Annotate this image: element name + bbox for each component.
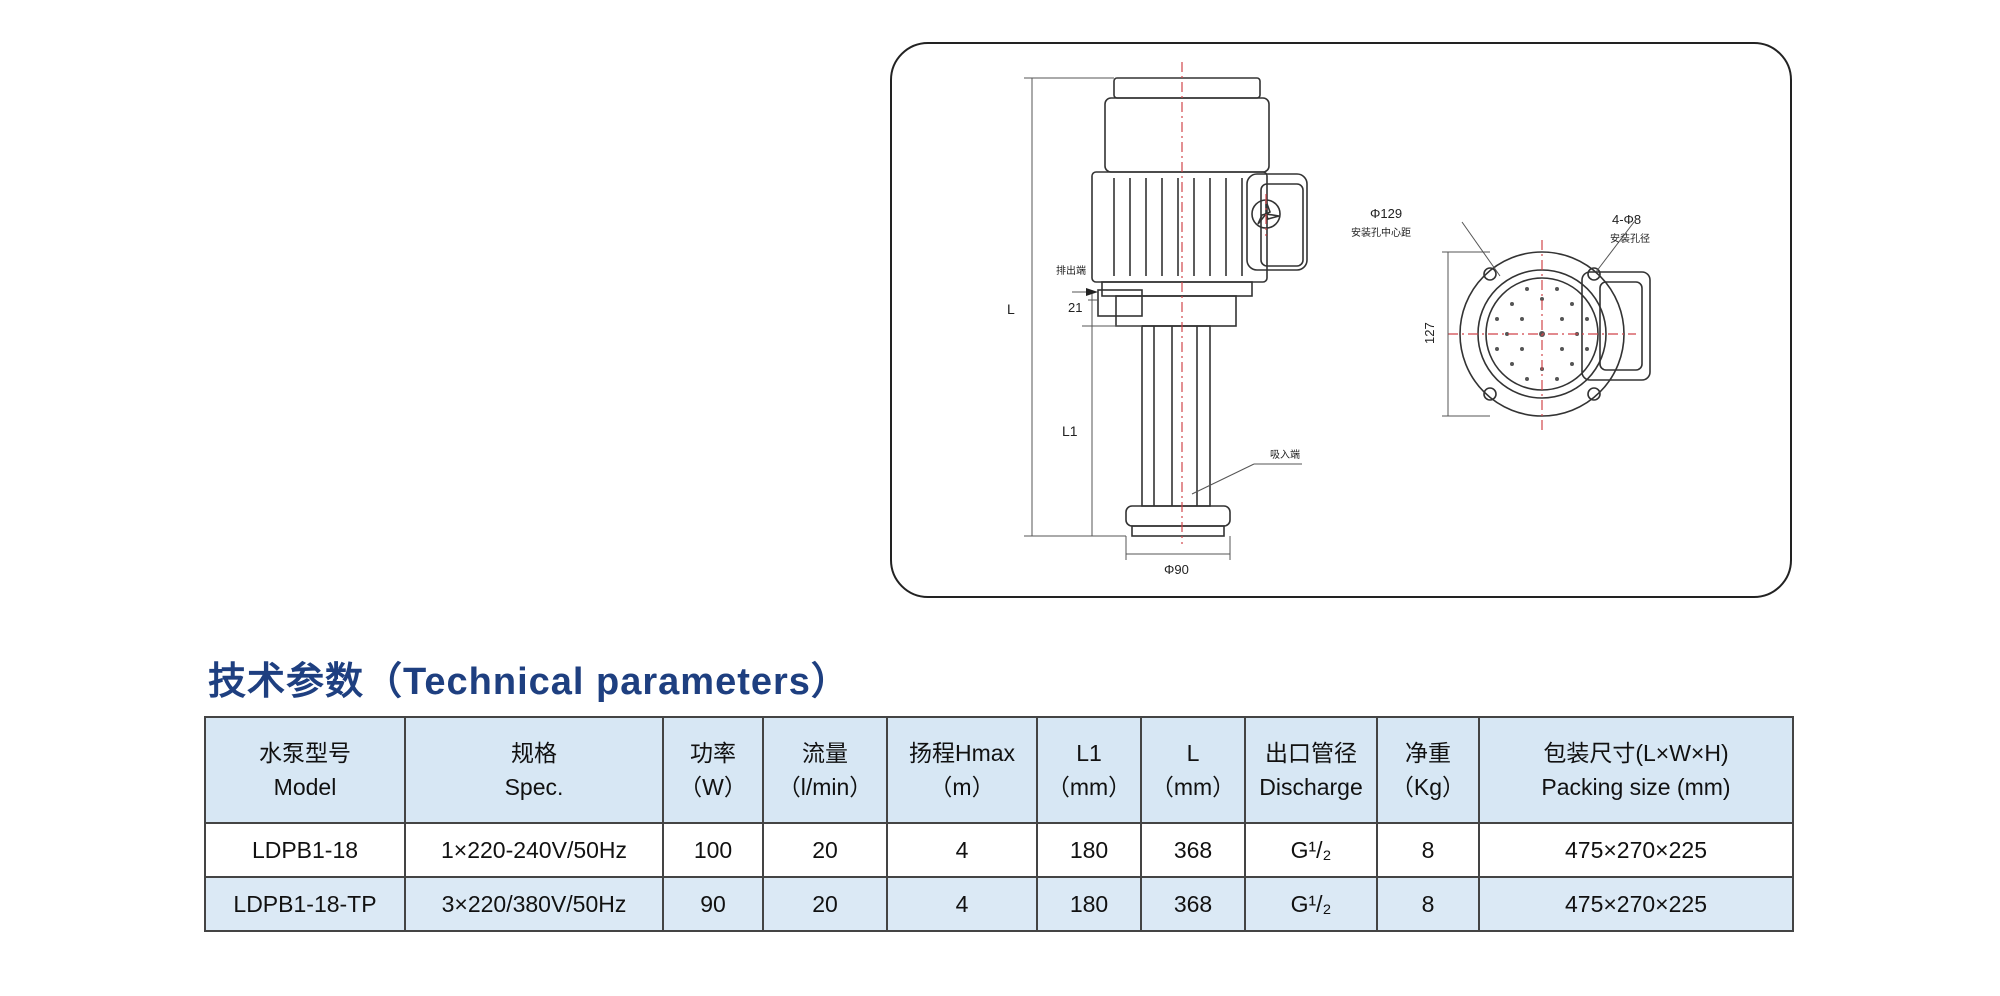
cell-weight: 8	[1376, 822, 1480, 878]
cell-model: LDPB1-18-TP	[204, 876, 406, 932]
col-header-weight: 净重（Kg）	[1376, 716, 1480, 824]
cell-model: LDPB1-18	[204, 822, 406, 878]
section-title: 技术参数（Technical parameters）	[208, 661, 850, 703]
dim-label-L: L	[1007, 301, 1015, 317]
dim-label-21: 21	[1068, 300, 1082, 315]
col-header-flow: 流量（l/min）	[762, 716, 888, 824]
col-header-packing: 包装尺寸(L×W×H)Packing size (mm)	[1478, 716, 1794, 824]
discharge-label: 排出端	[1056, 264, 1086, 277]
dim-label-holes: 4-Φ8	[1612, 212, 1641, 227]
suction-label: 吸入端	[1270, 448, 1300, 461]
technical-drawing-panel: L L1 21 排出端 吸入端 Φ90 Φ129 安装孔中心距 4-Φ8 安装孔…	[890, 42, 1792, 598]
discharge-arrow	[1086, 288, 1098, 296]
cell-spec: 1×220-240V/50Hz	[404, 822, 664, 878]
cell-weight: 8	[1376, 876, 1480, 932]
cell-power: 90	[662, 876, 764, 932]
cell-l: 368	[1140, 876, 1246, 932]
pump-drawing: L L1 21 排出端 吸入端 Φ90 Φ129 安装孔中心距 4-Φ8 安装孔…	[1007, 62, 1651, 577]
cell-l1: 180	[1036, 876, 1142, 932]
col-header-l: L（mm）	[1140, 716, 1246, 824]
cell-l1: 180	[1036, 822, 1142, 878]
cell-l: 368	[1140, 822, 1246, 878]
cell-head: 4	[886, 876, 1038, 932]
top-view-terminal-box	[1581, 271, 1651, 381]
table-row: LDPB1-18-TP 3×220/380V/50Hz 90 20 4 180 …	[204, 876, 1794, 932]
discharge-outlet	[1097, 289, 1143, 317]
dim-label-phi90: Φ90	[1164, 562, 1189, 577]
mounting-flange	[1101, 281, 1253, 297]
dim-label-L1: L1	[1062, 423, 1078, 439]
cell-discharge: G¹/₂	[1244, 822, 1378, 878]
pump-column	[1141, 325, 1211, 507]
cell-head: 4	[886, 822, 1038, 878]
dimension-lines	[1024, 77, 1635, 560]
holes-note: 安装孔径	[1610, 232, 1650, 245]
cell-power: 100	[662, 822, 764, 878]
motor-cap	[1113, 77, 1261, 99]
terminal-box	[1246, 173, 1308, 271]
top-view-grille	[1495, 287, 1589, 381]
col-header-l1: L1（mm）	[1036, 716, 1142, 824]
cell-packing: 475×270×225	[1478, 822, 1794, 878]
centerlines	[1181, 62, 1636, 544]
motor-body	[1091, 171, 1268, 283]
cell-flow: 20	[762, 822, 888, 878]
motor-top-housing	[1104, 97, 1270, 173]
cell-discharge: G¹/₂	[1244, 876, 1378, 932]
cell-spec: 3×220/380V/50Hz	[404, 876, 664, 932]
dim-label-phi129: Φ129	[1370, 206, 1402, 221]
col-header-head: 扬程Hmax（m）	[886, 716, 1038, 824]
col-header-power: 功率（W）	[662, 716, 764, 824]
table-row: LDPB1-18 1×220-240V/50Hz 100 20 4 180 36…	[204, 822, 1794, 878]
impeller-housing	[1125, 505, 1231, 527]
cell-flow: 20	[762, 876, 888, 932]
cell-packing: 475×270×225	[1478, 876, 1794, 932]
dim-label-127: 127	[1422, 322, 1437, 344]
phi129-note: 安装孔中心距	[1351, 226, 1411, 239]
